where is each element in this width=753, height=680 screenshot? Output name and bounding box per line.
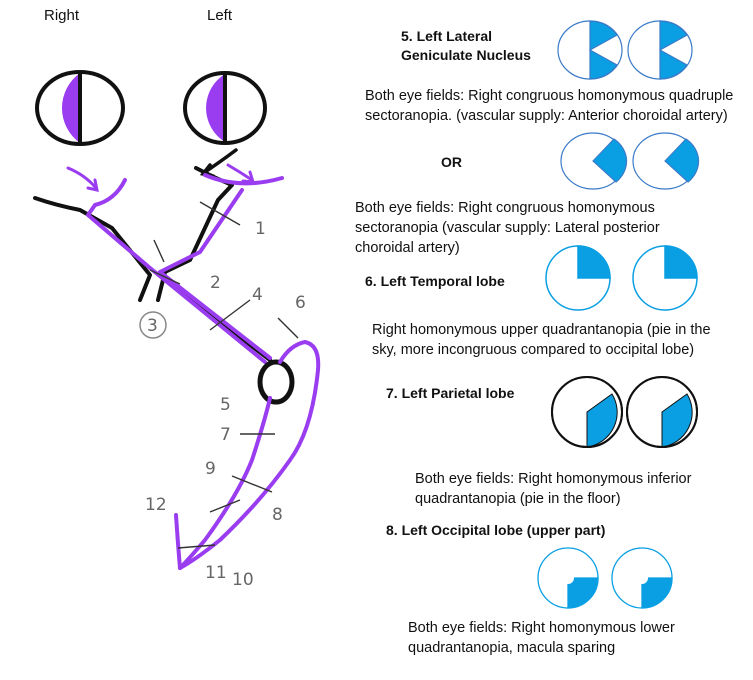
left-eye-field	[183, 71, 267, 145]
pathway-number-8: 8	[272, 505, 283, 525]
pathway-number-4: 4	[252, 285, 263, 305]
right-eye-label: Right	[44, 7, 80, 24]
purple-arrow-left	[226, 163, 256, 184]
lgn-title-line1: 5. Left Lateral	[401, 28, 493, 44]
pathway-number-1: 1	[255, 219, 266, 239]
purple-arrow-right	[66, 166, 99, 192]
field-temporal	[545, 245, 698, 311]
field-lgn-quadruple	[557, 20, 693, 80]
pathway-number-10: 10	[232, 570, 254, 590]
pathway-number-5: 5	[220, 395, 231, 415]
lgn-circle	[257, 359, 295, 405]
pathway-number-12: 12	[145, 495, 167, 515]
pathway-number-7: 7	[220, 425, 231, 445]
optic-radiation	[174, 340, 321, 570]
left-eye-label: Left	[207, 7, 233, 24]
lesion-ticks	[149, 201, 299, 549]
pathway-number-9: 9	[205, 459, 216, 479]
lgn-desc-2: Both eye fields: Right congruous homonym…	[355, 200, 660, 256]
pathway-number-11: 11	[205, 563, 227, 583]
lgn-desc-1: Both eye fields: Right congruous homonym…	[365, 88, 734, 124]
field-occipital	[537, 547, 673, 609]
pathway-number-3: 3	[147, 316, 158, 336]
optic-pathway-purple	[86, 173, 284, 364]
parietal-title: 7. Left Parietal lobe	[386, 385, 515, 401]
or-label: OR	[441, 154, 462, 170]
temporal-desc: Right homonymous upper quadrantanopia (p…	[372, 322, 711, 358]
pathway-number-6: 6	[295, 293, 306, 313]
temporal-title: 6. Left Temporal lobe	[365, 273, 505, 289]
occipital-desc: Both eye fields: Right homonymous lower …	[408, 620, 675, 656]
field-lgn-sectoranopia	[560, 132, 700, 190]
lgn-title: 5. Left Lateral Geniculate Nucleus	[401, 27, 531, 65]
lgn-title-line2: Geniculate Nucleus	[401, 47, 531, 63]
pathway-number-2: 2	[210, 273, 221, 293]
occipital-title: 8. Left Occipital lobe (upper part)	[386, 522, 606, 538]
field-parietal	[551, 376, 698, 448]
pathway-number-3-circle	[139, 311, 167, 339]
right-eye-field	[35, 70, 125, 146]
parietal-desc: Both eye fields: Right homonymous inferi…	[415, 471, 692, 507]
